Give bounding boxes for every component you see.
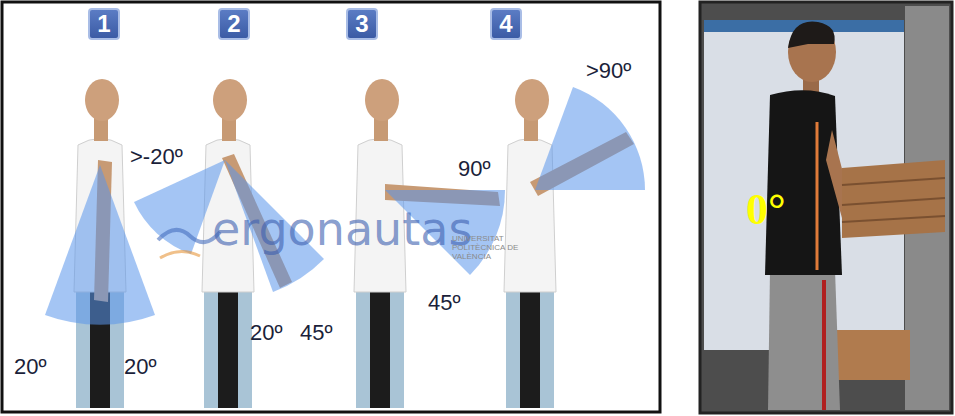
photo-frame	[700, 2, 952, 413]
step-number: 1	[97, 12, 110, 36]
angle-label: 45º	[428, 292, 461, 314]
step-number: 3	[355, 12, 368, 36]
angle-label: 20º	[124, 356, 157, 378]
step-number-box: 1	[88, 8, 120, 40]
step-number: 2	[227, 12, 240, 36]
angle-label: 0°	[746, 188, 786, 232]
shirt	[765, 90, 842, 275]
watermark-swoosh	[158, 230, 220, 242]
wood-bundle	[842, 160, 945, 238]
step-number-box: 4	[490, 8, 522, 40]
panel-frame	[2, 2, 660, 412]
wood-bundle	[842, 178, 945, 222]
watermark: ergonautas	[212, 206, 472, 252]
step-number-box: 2	[218, 8, 250, 40]
angle-label: 45º	[300, 322, 333, 344]
hair	[788, 22, 835, 48]
angle-label: 20º	[250, 322, 283, 344]
angle-wedge	[535, 87, 645, 190]
box	[830, 330, 910, 380]
step-number-box: 3	[346, 8, 378, 40]
angle-wedge	[134, 160, 225, 254]
angle-label: 20º	[14, 356, 47, 378]
pants	[768, 270, 840, 410]
reference-line	[816, 122, 819, 270]
angle-label: 90º	[458, 158, 491, 180]
watermark-swoosh	[160, 251, 200, 258]
angle-label: >90º	[586, 60, 631, 82]
head	[788, 22, 836, 82]
watermark-institution: UNIVERSITAT POLITÈCNICA DE VALÈNCIA	[452, 234, 526, 262]
angle-label: >-20º	[130, 146, 183, 168]
step-number: 4	[499, 12, 512, 36]
pants-stripe	[822, 280, 826, 410]
angle-wedge	[45, 165, 155, 325]
